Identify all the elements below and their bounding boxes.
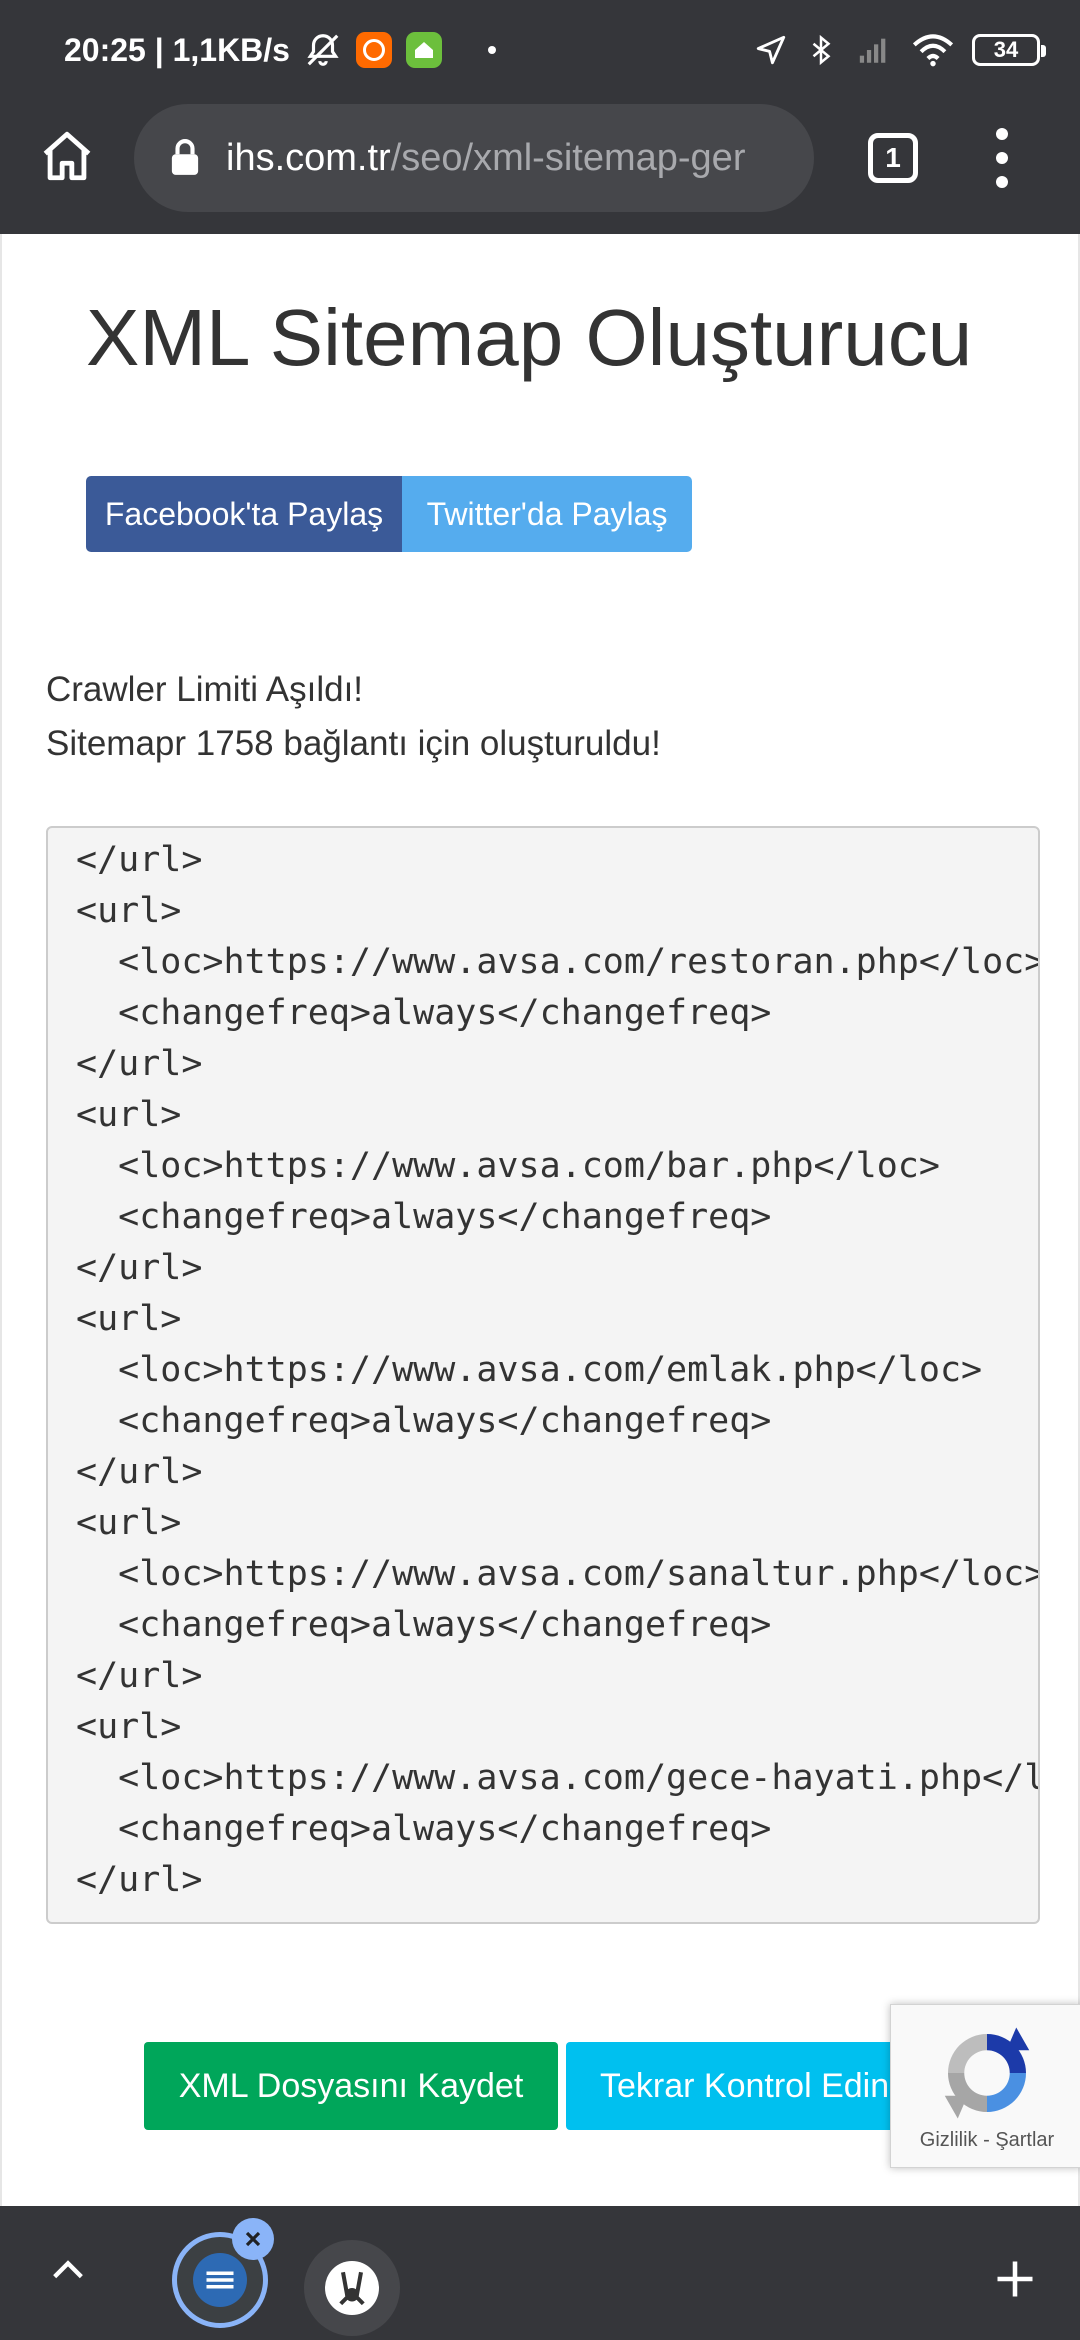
signal-icon — [859, 38, 886, 63]
recaptcha-icon — [944, 2027, 1030, 2119]
share-facebook-button[interactable]: Facebook'ta Paylaş — [86, 476, 402, 552]
sitemap-xml-output[interactable]: </url> <url> <loc>https://www.avsa.com/re… — [46, 826, 1040, 1924]
code-line: <loc>https://www.avsa.com/bar.php</loc> — [76, 1146, 940, 1186]
tab-count: 1 — [885, 142, 901, 173]
code-line: <changefreq>always</changefreq> — [76, 993, 772, 1033]
code-line: <changefreq>always</changefreq> — [76, 1809, 772, 1849]
code-line: <url> — [76, 891, 182, 931]
home-icon[interactable] — [38, 127, 96, 185]
bottom-toolbar — [0, 2206, 1080, 2340]
code-line: <changefreq>always</changefreq> — [76, 1197, 772, 1237]
code-line: <loc>https://www.avsa.com/emlak.php</loc… — [76, 1350, 983, 1390]
web-page: XML Sitemap Oluşturucu Facebook'ta Payla… — [0, 234, 1080, 2206]
url-domain: ihs.com.tr — [226, 136, 391, 179]
code-line: <url> — [76, 1707, 182, 1747]
home-app-icon — [405, 32, 442, 68]
code-line: </url> — [76, 840, 203, 880]
code-line: <loc>https://www.avsa.com/sanaltur.php</… — [76, 1554, 1040, 1594]
status-left: 20:25 | 1,1KB/s — [64, 28, 496, 72]
status-bar: 20:25 | 1,1KB/s — [0, 0, 1080, 100]
url-path: /seo/xml-sitemap-ger — [390, 136, 746, 179]
code-line: <loc>https://www.avsa.com/gece-hayati.ph… — [76, 1758, 1040, 1798]
chevron-up-icon[interactable] — [48, 2250, 88, 2290]
close-icon[interactable] — [232, 2218, 274, 2260]
sitemap-result-message: Sitemapr 1758 bağlantı için oluşturuldu! — [46, 724, 661, 763]
more-vert-icon[interactable] — [990, 128, 1014, 188]
code-line: <url> — [76, 1095, 182, 1135]
page-title: XML Sitemap Oluşturucu — [86, 293, 973, 382]
code-line: </url> — [76, 1452, 203, 1492]
wifi-icon — [912, 34, 954, 67]
recaptcha-privacy-terms[interactable]: Gizlilik - Şartlar — [919, 2129, 1055, 2151]
bluetooth-icon — [812, 34, 831, 66]
address-bar[interactable]: ihs.com.tr/seo/xml-sitemap-ger — [134, 104, 814, 212]
code-line: </url> — [76, 1248, 203, 1288]
save-xml-button[interactable]: XML Dosyasını Kaydet — [144, 2042, 558, 2130]
crawler-limit-message: Crawler Limiti Aşıldı! — [46, 670, 364, 709]
share-buttons: Facebook'ta Paylaş Twitter'da Paylaş — [86, 476, 692, 552]
status-time-speed: 20:25 | 1,1KB/s — [64, 31, 290, 68]
browser-toolbar: ihs.com.tr/seo/xml-sitemap-ger 1 — [0, 100, 1080, 234]
battery-level: 34 — [993, 37, 1019, 62]
tab-thumbnail[interactable] — [304, 2240, 400, 2336]
tab-thumbnail-active[interactable] — [172, 2232, 268, 2328]
code-line: <loc>https://www.avsa.com/restoran.php</… — [76, 942, 1040, 982]
mi-app-icon — [355, 32, 392, 68]
plus-icon[interactable] — [994, 2258, 1036, 2300]
lock-icon — [171, 139, 199, 175]
code-line: <changefreq>always</changefreq> — [76, 1605, 772, 1645]
notification-dot — [487, 46, 496, 54]
status-right: 34 — [754, 28, 1046, 72]
code-line: <url> — [76, 1503, 182, 1543]
site-favicon — [193, 2253, 247, 2307]
code-line: <url> — [76, 1299, 182, 1339]
location-icon — [756, 35, 786, 65]
recaptcha-badge[interactable]: Gizlilik - Şartlar — [890, 2004, 1080, 2168]
share-twitter-button[interactable]: Twitter'da Paylaş — [402, 476, 692, 552]
code-line: </url> — [76, 1044, 203, 1084]
tab-favicon — [325, 2261, 379, 2315]
code-line: <changefreq>always</changefreq> — [76, 1401, 772, 1441]
bell-off-icon — [307, 34, 339, 66]
battery-icon: 34 — [972, 34, 1046, 66]
code-line: </url> — [76, 1860, 203, 1900]
tabs-button[interactable]: 1 — [868, 133, 918, 183]
code-line: </url> — [76, 1656, 203, 1696]
